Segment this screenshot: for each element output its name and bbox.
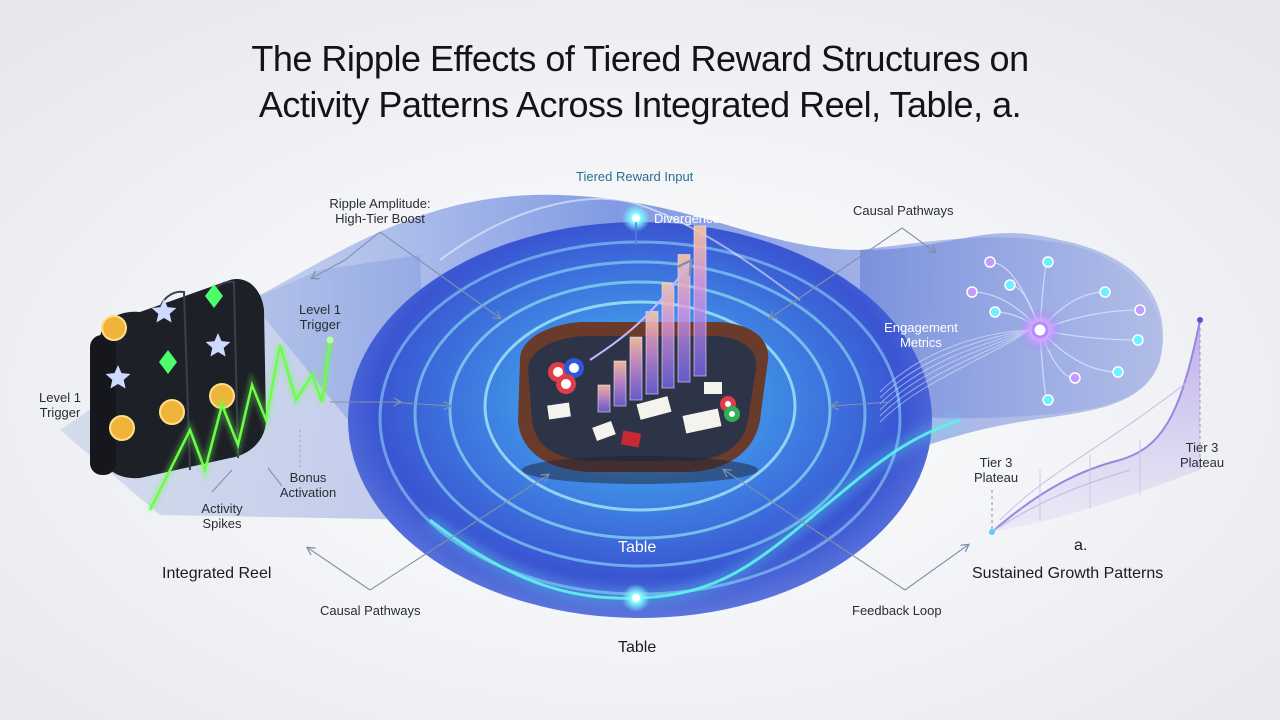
star-icon [105, 365, 131, 389]
label-divergence: Divergence [654, 211, 720, 226]
network-node [1042, 256, 1054, 268]
engagement-network [879, 256, 1146, 423]
network-flow-line [879, 329, 1031, 399]
network-flow-line [879, 329, 1031, 393]
label-causal-pathways-top: Causal Pathways [853, 203, 954, 218]
label-engagement-metrics-line2: Metrics [900, 335, 942, 350]
growth-area [989, 317, 1203, 535]
title-line-2: Activity Patterns Across Integrated Reel… [258, 84, 1022, 125]
network-node [989, 306, 1001, 318]
coin-icon [159, 399, 185, 425]
label-causal-pathways-bottom: Causal Pathways [320, 603, 421, 618]
chart-bar [677, 254, 691, 383]
label-bonus-activation-line2: Activation [279, 485, 337, 500]
chart-bar [613, 360, 627, 407]
chart-bar [645, 311, 659, 395]
label-level1-trigger-right-line1: Level 1 [299, 302, 341, 317]
gem-icon [205, 284, 223, 308]
label-engagement-metrics-line1: Engagement [884, 320, 958, 335]
label-engagement-metrics: Engagement Metrics [876, 320, 966, 350]
label-a: a. [1074, 537, 1088, 554]
label-tier3-plateau-left: Tier 3 Plateau [966, 455, 1026, 485]
label-table-outer: Table [618, 639, 657, 656]
network-node [1099, 286, 1111, 298]
label-activity-spikes-line1: Activity [201, 501, 243, 516]
network-node [1004, 279, 1016, 291]
label-level1-trigger-right-line2: Trigger [299, 317, 341, 332]
slot-reel [90, 279, 266, 479]
label-ripple-amplitude-line1: Ripple Amplitude: [329, 196, 431, 211]
playing-card-icon [547, 382, 722, 448]
label-feedback-loop: Feedback Loop [852, 603, 942, 618]
label-bonus-activation: Bonus Activation [270, 470, 346, 500]
network-flow-line [879, 329, 1031, 405]
label-activity-spikes-line2: Spikes [202, 516, 242, 531]
label-tiered-reward-input: Tiered Reward Input [576, 169, 694, 184]
chart-bar [629, 336, 643, 401]
label-tier3-plateau-right-line1: Tier 3 [1185, 440, 1219, 455]
coin-icon [101, 315, 127, 341]
label-table-inner: Table [618, 539, 657, 556]
label-level1-trigger-left-line1: Level 1 [39, 390, 81, 405]
title-line-1: The Ripple Effects of Tiered Reward Stru… [251, 38, 1029, 79]
label-integrated-reel: Integrated Reel [162, 565, 272, 582]
network-node [966, 286, 978, 298]
network-flow-line [879, 329, 1031, 423]
network-flow-line [879, 329, 1031, 411]
coin-icon [109, 415, 135, 441]
label-ripple-amplitude: Ripple Amplitude: High-Tier Boost [310, 196, 450, 226]
diagram-title: The Ripple Effects of Tiered Reward Stru… [0, 36, 1280, 128]
annotation-arrows [211, 227, 968, 591]
label-sustained-growth: Sustained Growth Patterns [972, 565, 1164, 582]
network-node [1042, 394, 1054, 406]
network-flow-line [879, 329, 1031, 417]
chart-bar [693, 225, 707, 377]
network-node [1069, 372, 1081, 384]
network-node [984, 256, 996, 268]
trend-arrow [589, 262, 690, 361]
label-level1-trigger-right: Level 1 Trigger [290, 302, 350, 332]
label-ripple-amplitude-line2: High-Tier Boost [335, 211, 425, 226]
network-node [1112, 366, 1124, 378]
network-node [1132, 334, 1144, 346]
star-icon [205, 333, 231, 357]
label-tier3-plateau-left-line2: Plateau [973, 470, 1019, 485]
poker-chips-icon [548, 358, 740, 422]
label-activity-spikes: Activity Spikes [192, 501, 252, 531]
chart-bar [661, 282, 675, 389]
label-tier3-plateau-right: Tier 3 Plateau [1172, 440, 1232, 470]
label-tier3-plateau-right-line2: Plateau [1179, 455, 1225, 470]
reel-symbols [101, 284, 235, 441]
gem-icon [159, 350, 177, 374]
network-hub [1031, 321, 1049, 339]
star-icon [151, 299, 177, 323]
table-bar-chart [597, 225, 707, 413]
network-node [1134, 304, 1146, 316]
label-tier3-plateau-left-line1: Tier 3 [979, 455, 1013, 470]
network-plane [860, 237, 1163, 419]
label-bonus-activation-line1: Bonus [289, 470, 327, 485]
label-level1-trigger-left: Level 1 Trigger [28, 390, 92, 420]
label-level1-trigger-left-line2: Trigger [39, 405, 81, 420]
chart-bar [597, 384, 611, 413]
